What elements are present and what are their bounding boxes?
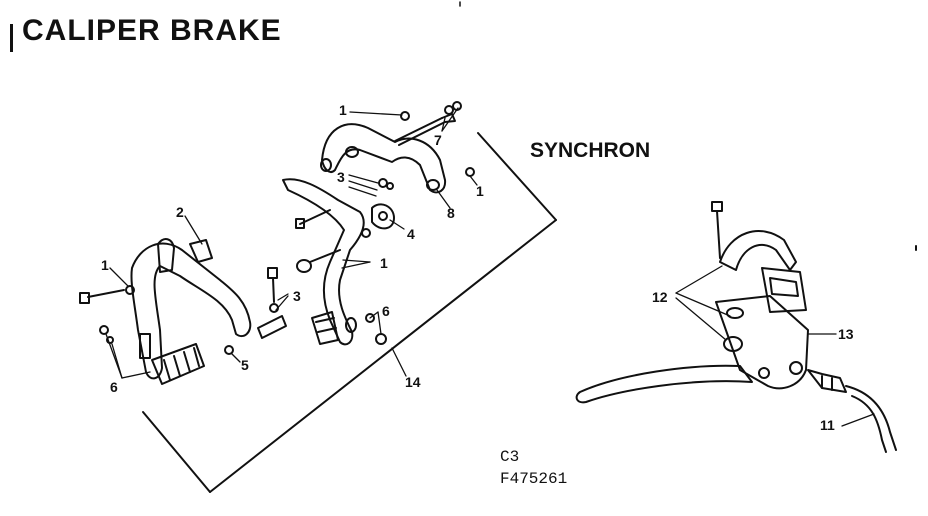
pivot-bolt [394,101,475,177]
callout-3-lower: 3 [293,288,301,304]
front-caliper-arm [282,178,395,346]
callout-5: 5 [241,357,249,373]
title-bar [10,24,13,52]
callout-2: 2 [176,204,184,220]
diagram-code: C3 [500,448,520,466]
part-number: F475261 [500,470,568,488]
callout-12: 12 [652,289,668,305]
brake-lever-assembly [575,201,897,453]
callout-11: 11 [820,417,835,433]
callout-1-left: 1 [101,257,109,273]
callout-1-right: 1 [476,183,484,199]
callout-3-upper: 3 [337,169,345,185]
callout-6-right: 6 [382,303,390,319]
callout-14: 14 [405,374,421,390]
leader-lines [105,107,875,427]
callout-1-mid: 1 [380,255,388,271]
callout-13: 13 [838,326,854,342]
rear-caliper-arm [79,238,287,385]
callout-8: 8 [447,205,455,221]
model-heading: SYNCHRON [530,139,651,162]
assembly-bracket [142,132,557,493]
top-yoke [320,123,447,194]
callout-7: 7 [434,132,442,148]
callout-1-top: 1 [339,102,347,118]
callout-6-left: 6 [110,379,118,395]
page-title: CALIPER BRAKE [22,14,282,47]
callout-4: 4 [407,226,415,242]
